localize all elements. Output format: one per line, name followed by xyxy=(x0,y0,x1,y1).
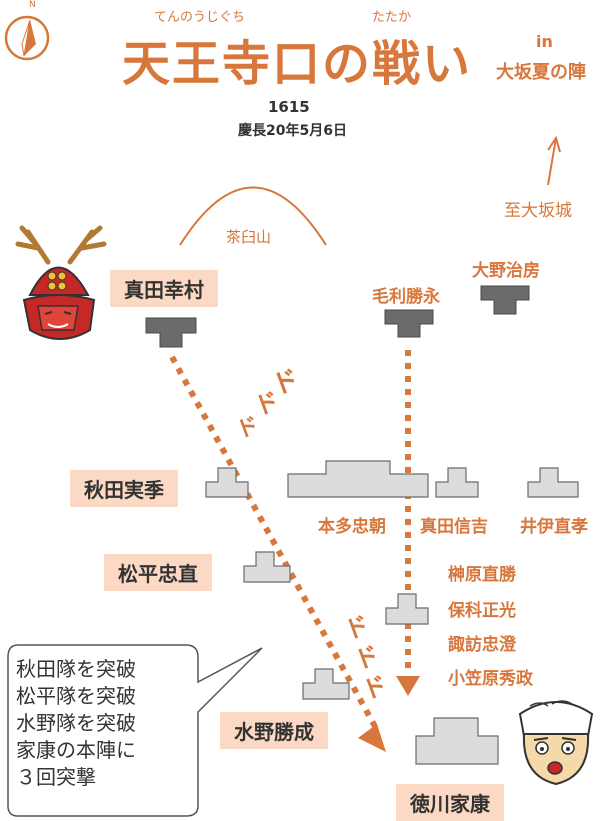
sanada-helmet-icon xyxy=(15,225,107,340)
title-ruby-tatakai: たたか xyxy=(372,10,412,25)
commander-label-tokugawa-ieyasu: 徳川家康 xyxy=(396,784,504,821)
castle-direction-label: 至大坂城 xyxy=(504,201,572,221)
callout-line: 水野隊を突破 xyxy=(16,711,136,735)
attack-arrowhead-sanada xyxy=(358,724,386,752)
castle-direction-arrow xyxy=(547,135,561,186)
attack-path-sanada xyxy=(169,355,381,734)
unit-mizuno xyxy=(302,668,350,700)
callout-line: 秋田隊を突破 xyxy=(16,657,136,681)
callout-line: 家康の本陣に xyxy=(16,738,136,762)
unit-akita xyxy=(205,467,249,498)
title-subtitle: 大坂夏の陣 xyxy=(496,62,586,83)
attack-arrowhead-mori xyxy=(396,676,420,696)
date: 慶長20年5月6日 xyxy=(238,123,347,139)
hill-arc xyxy=(179,186,327,246)
commander-tag-mori-katsunaga: 毛利勝永 xyxy=(372,287,440,307)
unit-matsudaira xyxy=(243,551,291,583)
commander-tag-ono-harufusa: 大野治房 xyxy=(472,261,540,281)
commander-label-matsudaira-tadanao: 松平忠直 xyxy=(104,554,212,591)
commander-tag-sakakibara: 榊原直勝 xyxy=(448,565,516,585)
title-in: in xyxy=(536,32,553,51)
callout-bubble xyxy=(7,644,263,817)
hill-label: 茶臼山 xyxy=(226,228,272,246)
commander-tag-ogasawara: 小笠原秀政 xyxy=(448,669,533,689)
unit-sakakibara-group xyxy=(385,593,429,625)
commander-label-akita-sanesue: 秋田実季 xyxy=(70,470,178,507)
unit-ono-harufusa xyxy=(480,285,530,315)
unit-tokugawa-ieyasu xyxy=(415,717,499,765)
commander-tag-sanada-nobuyoshi: 真田信吉 xyxy=(420,517,488,537)
unit-mori-katsunaga xyxy=(384,309,434,338)
title-ruby-tennoujiguchi: てんのうじぐち xyxy=(154,10,246,25)
unit-ii xyxy=(527,467,579,498)
commander-label-sanada-yukimura: 真田幸村 xyxy=(110,270,218,307)
page-title: 天王寺口の戦い xyxy=(122,36,473,92)
commander-tag-hoshina: 保科正光 xyxy=(448,601,516,621)
commander-tag-ii-naotaka: 井伊直孝 xyxy=(520,517,588,537)
commander-tag-suwa: 諏訪忠澄 xyxy=(448,635,516,655)
year: 1615 xyxy=(268,98,310,116)
unit-sanada-yukimura xyxy=(145,317,197,348)
compass-icon xyxy=(4,15,50,61)
commander-tag-honda-tadatomo: 本多忠朝 xyxy=(318,517,386,537)
compass-north-label: N xyxy=(29,0,36,10)
unit-sanada-nobuyoshi xyxy=(435,467,479,498)
unit-honda xyxy=(287,460,429,498)
callout-line: ３回突撃 xyxy=(16,765,96,789)
callout-line: 松平隊を突破 xyxy=(16,684,136,708)
ieyasu-face-icon xyxy=(518,700,594,786)
commander-label-mizuno-katsunari: 水野勝成 xyxy=(220,712,328,749)
callout-text: 秋田隊を突破 松平隊を突破 水野隊を突破 家康の本陣に ３回突撃 xyxy=(16,656,136,791)
